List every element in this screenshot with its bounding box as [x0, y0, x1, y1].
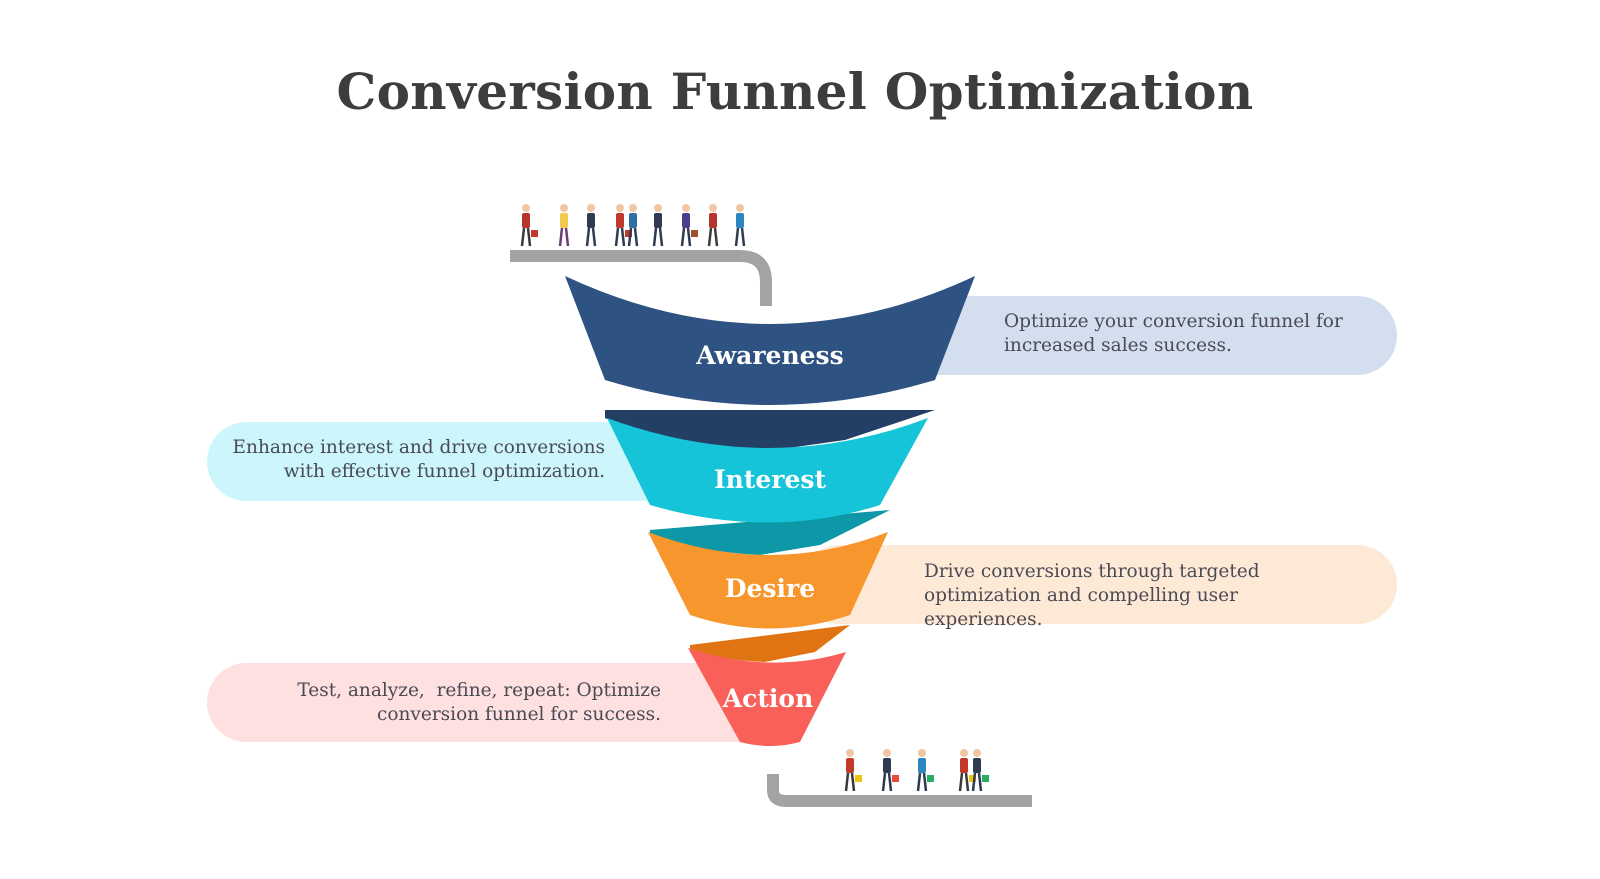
desire-description-line-1: Drive conversions through targeted [924, 561, 1260, 582]
stage-label-awareness: Awareness [695, 341, 843, 370]
person-figure [971, 749, 989, 792]
desire-description-line-2: optimization and compelling user [924, 585, 1238, 606]
person-figure [734, 204, 746, 247]
interest-connector [650, 510, 890, 555]
person-figure [520, 204, 538, 247]
action-description-line-2: conversion funnel for success. [377, 704, 661, 725]
interest-band [607, 418, 928, 523]
desire-bubble [800, 545, 1397, 624]
interest-description-line-1: Enhance interest and drive conversions [232, 437, 605, 458]
desire-band [648, 532, 888, 629]
person-figure [627, 204, 639, 247]
action-band [688, 648, 846, 746]
page-title: Conversion Funnel Optimization [336, 62, 1254, 121]
interest-bubble [207, 422, 704, 501]
person-figure [958, 749, 976, 792]
awareness-description: Optimize your conversion funnel for incr… [1004, 310, 1384, 358]
action-description: Test, analyze, refine, repeat: Optimize … [240, 679, 661, 727]
person-figure [614, 204, 632, 247]
people-queue-icon [520, 204, 746, 247]
desire-description: Drive conversions through targeted optim… [924, 560, 1344, 632]
customers-with-bags-icon [844, 749, 989, 792]
person-figure [844, 749, 862, 792]
conveyor-track-icon [767, 774, 1032, 807]
action-description-line-1: Test, analyze, refine, repeat: Optimize [297, 680, 661, 701]
awareness-description-line-1: Optimize your conversion funnel for [1004, 311, 1343, 332]
conveyor-track-icon [510, 250, 772, 306]
interest-description-line-2: with effective funnel optimization. [283, 461, 605, 482]
desire-connector [690, 625, 850, 662]
awareness-bubble [900, 296, 1397, 375]
stage-label-action: Action [722, 684, 814, 713]
awareness-band [565, 276, 975, 405]
person-figure [680, 204, 698, 247]
person-figure [585, 204, 597, 247]
person-figure [916, 749, 934, 792]
action-bubble [207, 663, 774, 742]
stage-label-interest: Interest [714, 465, 826, 494]
person-figure [707, 204, 719, 247]
person-figure [652, 204, 664, 247]
desire-description-line-3: experiences. [924, 609, 1043, 630]
person-figure [558, 204, 570, 247]
person-figure [881, 749, 899, 792]
awareness-description-line-2: increased sales success. [1004, 335, 1232, 356]
stage-label-desire: Desire [725, 574, 815, 603]
interest-description: Enhance interest and drive conversions w… [215, 436, 605, 484]
